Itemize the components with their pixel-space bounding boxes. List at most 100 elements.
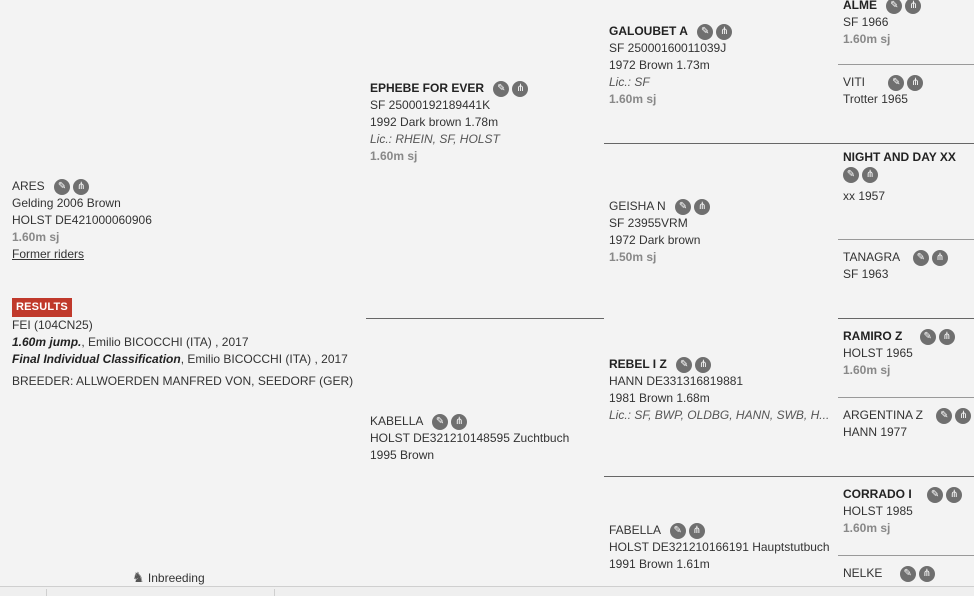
subject-id: HOLST DE421000060906: [12, 213, 152, 228]
g4-info: xx 1957: [843, 189, 886, 203]
pencil-icon[interactable]: ✎: [54, 179, 71, 196]
subject-info: Gelding 2006 Brown: [12, 196, 121, 211]
divider: [838, 555, 974, 556]
results-entry-2: Final Individual Classification, Emilio …: [12, 351, 353, 368]
g4-block: ALME ✎⋔ SF 1966 1.60m sj: [843, 0, 924, 48]
dam-info: 1995 Brown: [370, 448, 435, 463]
ds-id: HANN DE331316819881: [609, 374, 744, 389]
ss-block: GALOUBET A ✎⋔ SF 25000160011039J 1972 Br…: [609, 23, 735, 108]
sd-name[interactable]: GEISHA N: [609, 199, 666, 213]
ds-name[interactable]: REBEL I Z: [609, 357, 667, 371]
ds-licences: Lic.: SF, BWP, OLDBG, HANN, SWB, H...: [609, 408, 830, 423]
pencil-icon[interactable]: ✎: [936, 408, 953, 425]
pencil-icon[interactable]: ✎: [697, 24, 714, 41]
g4-block: VITI ✎⋔ Trotter 1965: [843, 74, 926, 108]
subject-rating: 1.60m sj: [12, 230, 60, 245]
pencil-icon[interactable]: ✎: [888, 75, 905, 92]
g4-name[interactable]: ALME: [843, 0, 877, 12]
ds-block: REBEL I Z ✎⋔ HANN DE331316819881 1981 Br…: [609, 356, 831, 424]
pedigree-tree-icon[interactable]: ⋔: [907, 75, 924, 92]
g4-info: HOLST 1985: [843, 504, 913, 519]
divider: [838, 397, 974, 398]
sire-rating: 1.60m sj: [370, 149, 418, 164]
divider: [274, 589, 275, 596]
ss-licences: Lic.: SF: [609, 75, 650, 90]
g4-name[interactable]: ARGENTINA Z: [843, 408, 924, 422]
g4-info: Trotter 1965: [843, 92, 908, 107]
g4-info: SF 1966: [843, 15, 889, 30]
pedigree-tree-icon[interactable]: ⋔: [512, 81, 529, 98]
former-riders-link[interactable]: Former riders: [12, 247, 85, 262]
pedigree-tree-icon[interactable]: ⋔: [694, 199, 711, 216]
ss-name[interactable]: GALOUBET A: [609, 24, 688, 38]
pedigree-tree-icon[interactable]: ⋔: [946, 487, 963, 504]
dam-id: HOLST DE321210148595 Zuchtbuch: [370, 431, 570, 446]
g4-name[interactable]: NIGHT AND DAY XX: [843, 150, 956, 164]
dd-name[interactable]: FABELLA: [609, 523, 661, 537]
pencil-icon[interactable]: ✎: [886, 0, 903, 15]
pedigree-tree-icon[interactable]: ⋔: [688, 523, 705, 540]
subject-block: ARES ✎⋔ Gelding 2006 Brown HOLST DE42100…: [12, 178, 152, 263]
sd-info: 1972 Dark brown: [609, 233, 701, 248]
subject-name[interactable]: ARES: [12, 179, 45, 193]
pencil-icon[interactable]: ✎: [432, 414, 449, 431]
pencil-icon[interactable]: ✎: [912, 250, 929, 267]
g4-rating: 1.60m sj: [843, 521, 891, 536]
pencil-icon[interactable]: ✎: [899, 566, 916, 583]
ss-id: SF 25000160011039J: [609, 41, 727, 56]
sd-block: GEISHA N ✎⋔ SF 23955VRM 1972 Dark brown …: [609, 198, 713, 266]
inbreeding-button[interactable]: ♞ Inbreeding: [132, 569, 205, 587]
sire-name[interactable]: EPHEBE FOR EVER: [370, 81, 485, 95]
dd-id: HOLST DE321210166191 Hauptstutbuch: [609, 540, 830, 555]
pedigree-tree-icon[interactable]: ⋔: [73, 179, 90, 196]
g4-block: CORRADO I ✎⋔ HOLST 1985 1.60m sj: [843, 486, 965, 537]
pedigree-tree-icon[interactable]: ⋔: [918, 566, 935, 583]
divider: [838, 239, 974, 240]
breeder: BREEDER: ALLWOERDEN MANFRED VON, SEEDORF…: [12, 374, 354, 388]
g4-rating: 1.60m sj: [843, 363, 891, 378]
pencil-icon[interactable]: ✎: [676, 357, 693, 374]
ds-info: 1981 Brown 1.68m: [609, 391, 710, 406]
sd-id: SF 23955VRM: [609, 216, 688, 231]
divider: [838, 143, 974, 144]
pedigree-tree-icon[interactable]: ⋔: [451, 414, 468, 431]
pedigree-tree-icon[interactable]: ⋔: [938, 329, 955, 346]
g4-block: TANAGRA ✎⋔ SF 1963: [843, 249, 951, 283]
horse-icon: ♞: [132, 569, 145, 585]
pedigree-tree-icon[interactable]: ⋔: [955, 408, 972, 425]
sire-block: EPHEBE FOR EVER ✎⋔ SF 25000192189441K 19…: [370, 80, 531, 165]
g4-name[interactable]: NELKE: [843, 566, 883, 580]
pedigree-tree-icon[interactable]: ⋔: [905, 0, 922, 15]
pedigree-tree-icon[interactable]: ⋔: [716, 24, 733, 41]
pencil-icon[interactable]: ✎: [927, 487, 944, 504]
g4-name[interactable]: VITI: [843, 75, 866, 89]
ss-info: 1972 Brown 1.73m: [609, 58, 710, 73]
sire-licences: Lic.: RHEIN, SF, HOLST: [370, 132, 500, 147]
inbreeding-label: Inbreeding: [147, 571, 205, 585]
sire-info: 1992 Dark brown 1.78m: [370, 115, 499, 130]
g4-name[interactable]: CORRADO I: [843, 487, 912, 501]
g4-name[interactable]: TANAGRA: [843, 250, 900, 264]
result-class: 1.60m jump.: [12, 335, 82, 349]
pencil-icon[interactable]: ✎: [669, 523, 686, 540]
pedigree-tree-icon[interactable]: ⋔: [862, 166, 878, 183]
pedigree-tree-icon[interactable]: ⋔: [931, 250, 948, 267]
divider: [838, 64, 974, 65]
divider: [46, 589, 47, 596]
divider: [366, 318, 604, 319]
g4-block: ARGENTINA Z ✎⋔ HANN 1977: [843, 407, 974, 441]
pencil-icon[interactable]: ✎: [493, 81, 510, 98]
dam-block: KABELLA ✎⋔ HOLST DE321210148595 Zuchtbuc…: [370, 413, 569, 464]
pencil-icon[interactable]: ✎: [675, 199, 692, 216]
bottom-scrollbar[interactable]: [0, 586, 974, 596]
pencil-icon[interactable]: ✎: [919, 329, 936, 346]
result-class: Final Individual Classification: [12, 352, 181, 366]
g4-block: NELKE ✎⋔: [843, 565, 938, 583]
g4-block: RAMIRO Z ✎⋔ HOLST 1965 1.60m sj: [843, 328, 958, 379]
dd-block: FABELLA ✎⋔ HOLST DE321210166191 Hauptstu…: [609, 522, 830, 573]
g4-info: SF 1963: [843, 267, 889, 282]
pencil-icon[interactable]: ✎: [843, 166, 859, 183]
g4-name[interactable]: RAMIRO Z: [843, 329, 903, 343]
pedigree-tree-icon[interactable]: ⋔: [695, 357, 712, 374]
dam-name[interactable]: KABELLA: [370, 414, 423, 428]
